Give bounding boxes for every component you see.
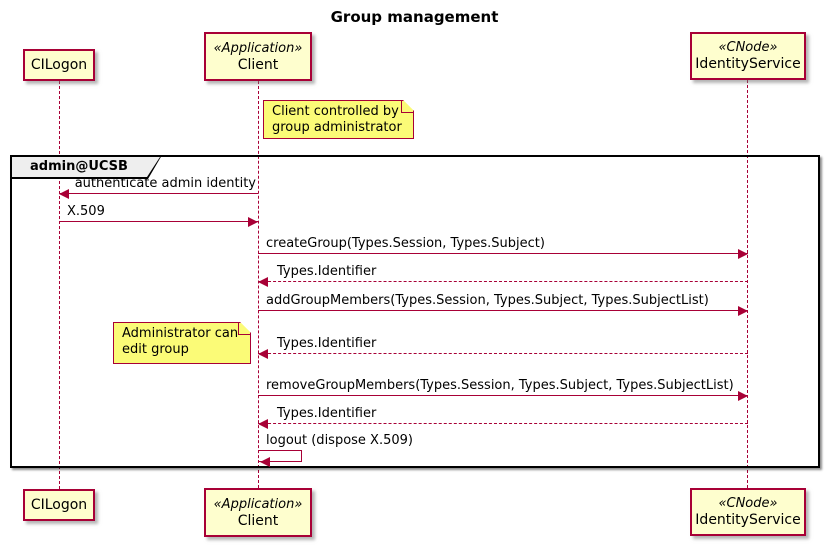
participant-name: IdentityService bbox=[695, 512, 801, 528]
message-label: Types.Identifier bbox=[277, 406, 377, 421]
diagram-title: Group management bbox=[330, 8, 499, 26]
message-label: Types.Identifier bbox=[277, 264, 377, 279]
participant-name: IdentityService bbox=[695, 56, 801, 72]
arrowhead-left-icon bbox=[258, 419, 268, 429]
message-label: authenticate admin identity bbox=[74, 176, 256, 191]
participant-name: CILogon bbox=[30, 496, 88, 513]
arrow-line bbox=[258, 249, 748, 259]
message-label: removeGroupMembers(Types.Session, Types.… bbox=[266, 378, 734, 393]
arrowhead-left-icon bbox=[260, 457, 270, 467]
message-label: X.509 bbox=[67, 204, 105, 219]
message-creategroup: createGroup(Types.Session, Types.Subject… bbox=[258, 236, 748, 259]
participant-stereotype: «CNode» bbox=[718, 496, 778, 511]
participant-name: CILogon bbox=[30, 56, 88, 73]
arrowhead-right-icon bbox=[738, 249, 748, 259]
arrow-line bbox=[258, 391, 748, 401]
message-return-identifier-1: Types.Identifier bbox=[258, 264, 748, 287]
participant-client-bottom: «Application» Client bbox=[204, 488, 312, 537]
arrowhead-right-icon bbox=[738, 306, 748, 316]
message-label: logout (dispose X.509) bbox=[266, 433, 413, 448]
message-x509: X.509 bbox=[59, 204, 258, 227]
message-logout-self: logout (dispose X.509) bbox=[258, 433, 413, 467]
frame-admin-ucsb: admin@UCSB bbox=[10, 155, 820, 468]
arrowhead-right-icon bbox=[248, 217, 258, 227]
arrowhead-left-icon bbox=[59, 189, 69, 199]
arrowhead-left-icon bbox=[258, 349, 268, 359]
participant-stereotype: «Application» bbox=[213, 40, 303, 56]
message-removegroupmembers: removeGroupMembers(Types.Session, Types.… bbox=[258, 378, 748, 401]
message-label: createGroup(Types.Session, Types.Subject… bbox=[266, 236, 545, 251]
arrow-line bbox=[59, 217, 258, 227]
participant-stereotype: «CNode» bbox=[718, 40, 778, 55]
message-return-identifier-2: Types.Identifier bbox=[258, 336, 748, 359]
arrow-line bbox=[258, 349, 748, 359]
arrow-line bbox=[258, 277, 748, 287]
participant-cilogon-top: CILogon bbox=[23, 49, 95, 81]
arrow-line bbox=[258, 306, 748, 316]
note-client-controlled: Client controlled by group administrator bbox=[263, 100, 414, 139]
message-label: Types.Identifier bbox=[277, 336, 377, 351]
participant-client-top: «Application» Client bbox=[204, 32, 312, 81]
arrowhead-right-icon bbox=[738, 391, 748, 401]
participant-identityservice-bottom: «CNode» IdentityService bbox=[690, 488, 806, 536]
note-administrator-edit: Administrator can edit group bbox=[113, 322, 251, 364]
arrowhead-left-icon bbox=[258, 277, 268, 287]
participant-cilogon-bottom: CILogon bbox=[23, 489, 95, 521]
participant-identityservice-top: «CNode» IdentityService bbox=[690, 32, 806, 80]
message-authenticate-admin-identity: authenticate admin identity bbox=[59, 176, 258, 199]
participant-name: Client bbox=[237, 56, 279, 73]
lifeline-identityservice bbox=[747, 80, 748, 488]
participant-name: Client bbox=[237, 512, 279, 529]
arrow-line bbox=[258, 419, 748, 429]
message-return-identifier-3: Types.Identifier bbox=[258, 406, 748, 429]
message-label: addGroupMembers(Types.Session, Types.Sub… bbox=[266, 293, 709, 308]
participant-stereotype: «Application» bbox=[213, 496, 303, 512]
lifeline-cilogon bbox=[59, 81, 60, 489]
frame-label: admin@UCSB bbox=[12, 157, 160, 177]
arrow-line bbox=[59, 189, 258, 199]
message-addgroupmembers: addGroupMembers(Types.Session, Types.Sub… bbox=[258, 293, 748, 316]
self-call-loop bbox=[258, 450, 302, 467]
